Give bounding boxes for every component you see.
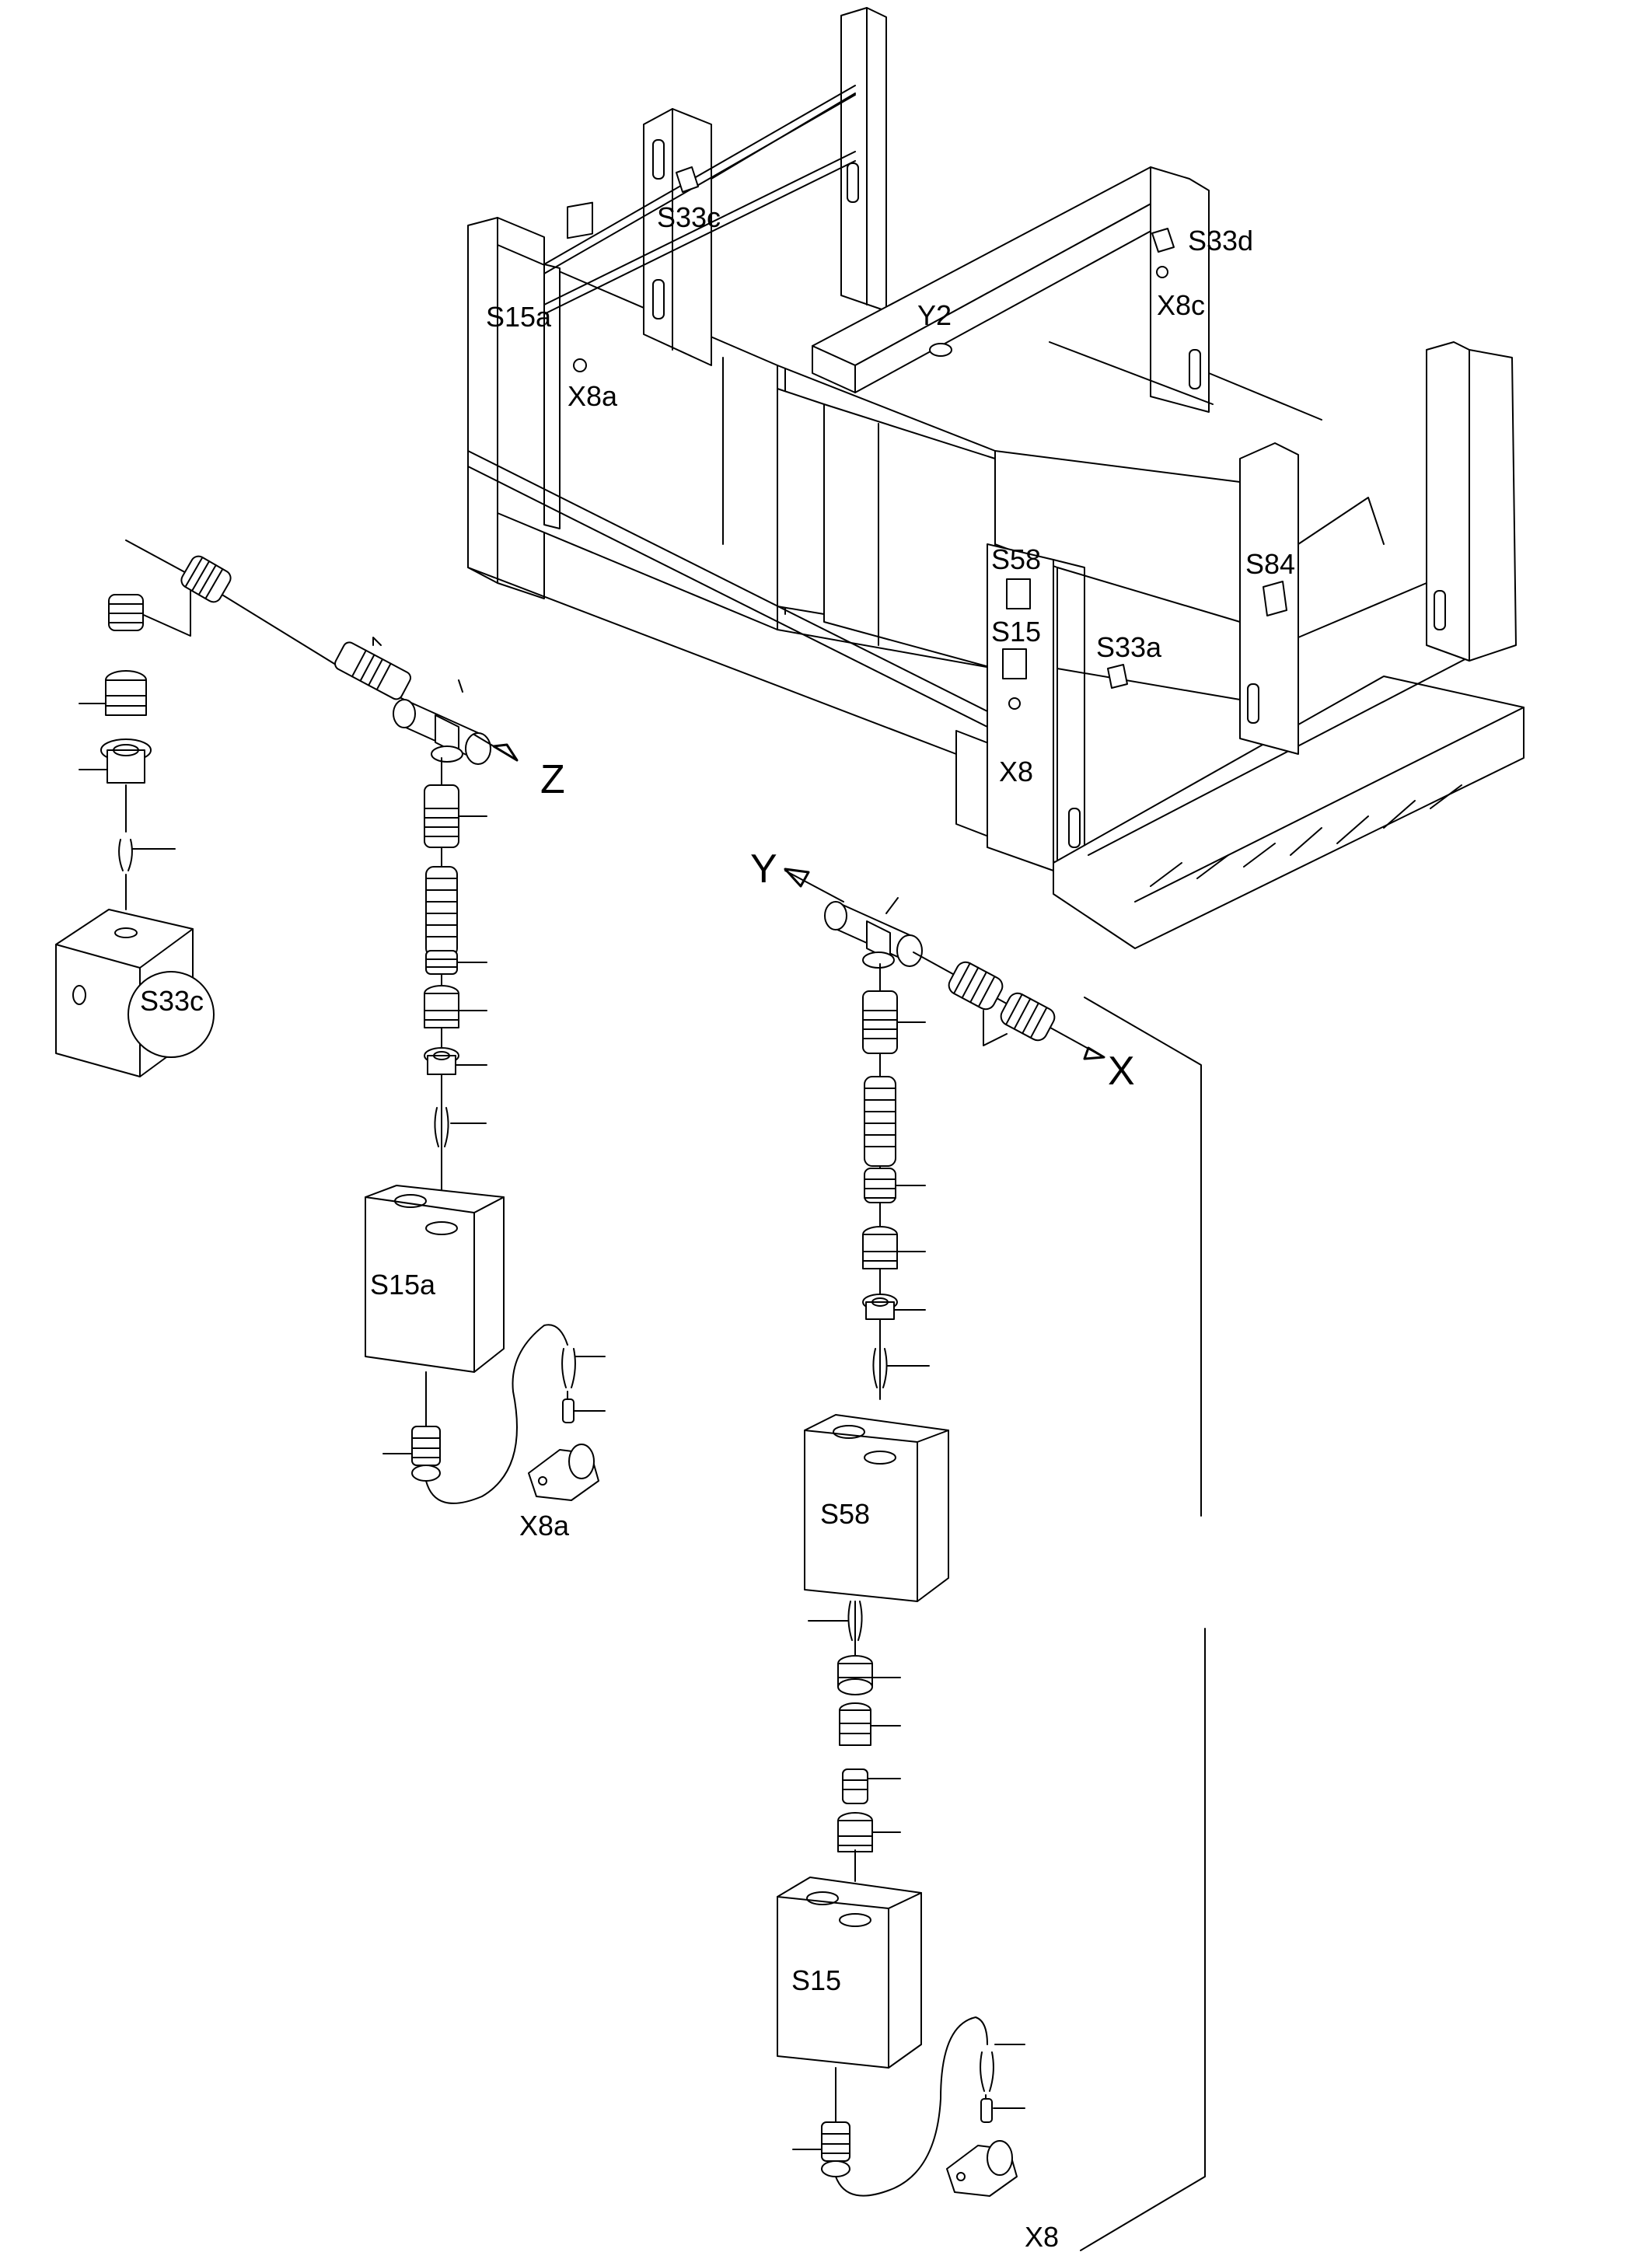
label-s15-box: S15 — [791, 1964, 841, 1996]
label-s33c-box: S33c — [140, 985, 204, 1017]
s33c-assembly: S33c — [55, 539, 343, 1077]
label-x8-top: X8 — [999, 756, 1033, 787]
s58-s15-assembly: Y X — [750, 847, 1206, 2253]
label-s15-top: S15 — [991, 616, 1041, 648]
label-x8a-top: X8a — [568, 380, 618, 412]
label-s58-top: S58 — [991, 543, 1041, 575]
label-s15a-box: S15a — [370, 1269, 436, 1301]
label-y2: Y2 — [917, 299, 952, 331]
label-x8-conn: X8 — [1025, 2221, 1059, 2253]
label-z: Z — [540, 757, 565, 802]
label-x: X — [1108, 1049, 1135, 1094]
label-s15a-top: S15a — [486, 301, 552, 333]
machine-frame — [467, 7, 1525, 949]
label-s33d: S33d — [1188, 225, 1253, 257]
label-x8a-conn: X8a — [519, 1510, 570, 1541]
frame-labels: S33c S33d S15a Y2 X8c X8a S58 S15 S84 S3… — [486, 201, 1295, 787]
s15a-assembly: Z S — [334, 637, 606, 1541]
label-y: Y — [750, 847, 777, 892]
label-s84: S84 — [1245, 548, 1295, 580]
label-s33a: S33a — [1096, 631, 1162, 663]
label-s33c-top: S33c — [657, 201, 721, 233]
label-x8c: X8c — [1157, 289, 1205, 321]
label-s58-box: S58 — [820, 1498, 870, 1530]
